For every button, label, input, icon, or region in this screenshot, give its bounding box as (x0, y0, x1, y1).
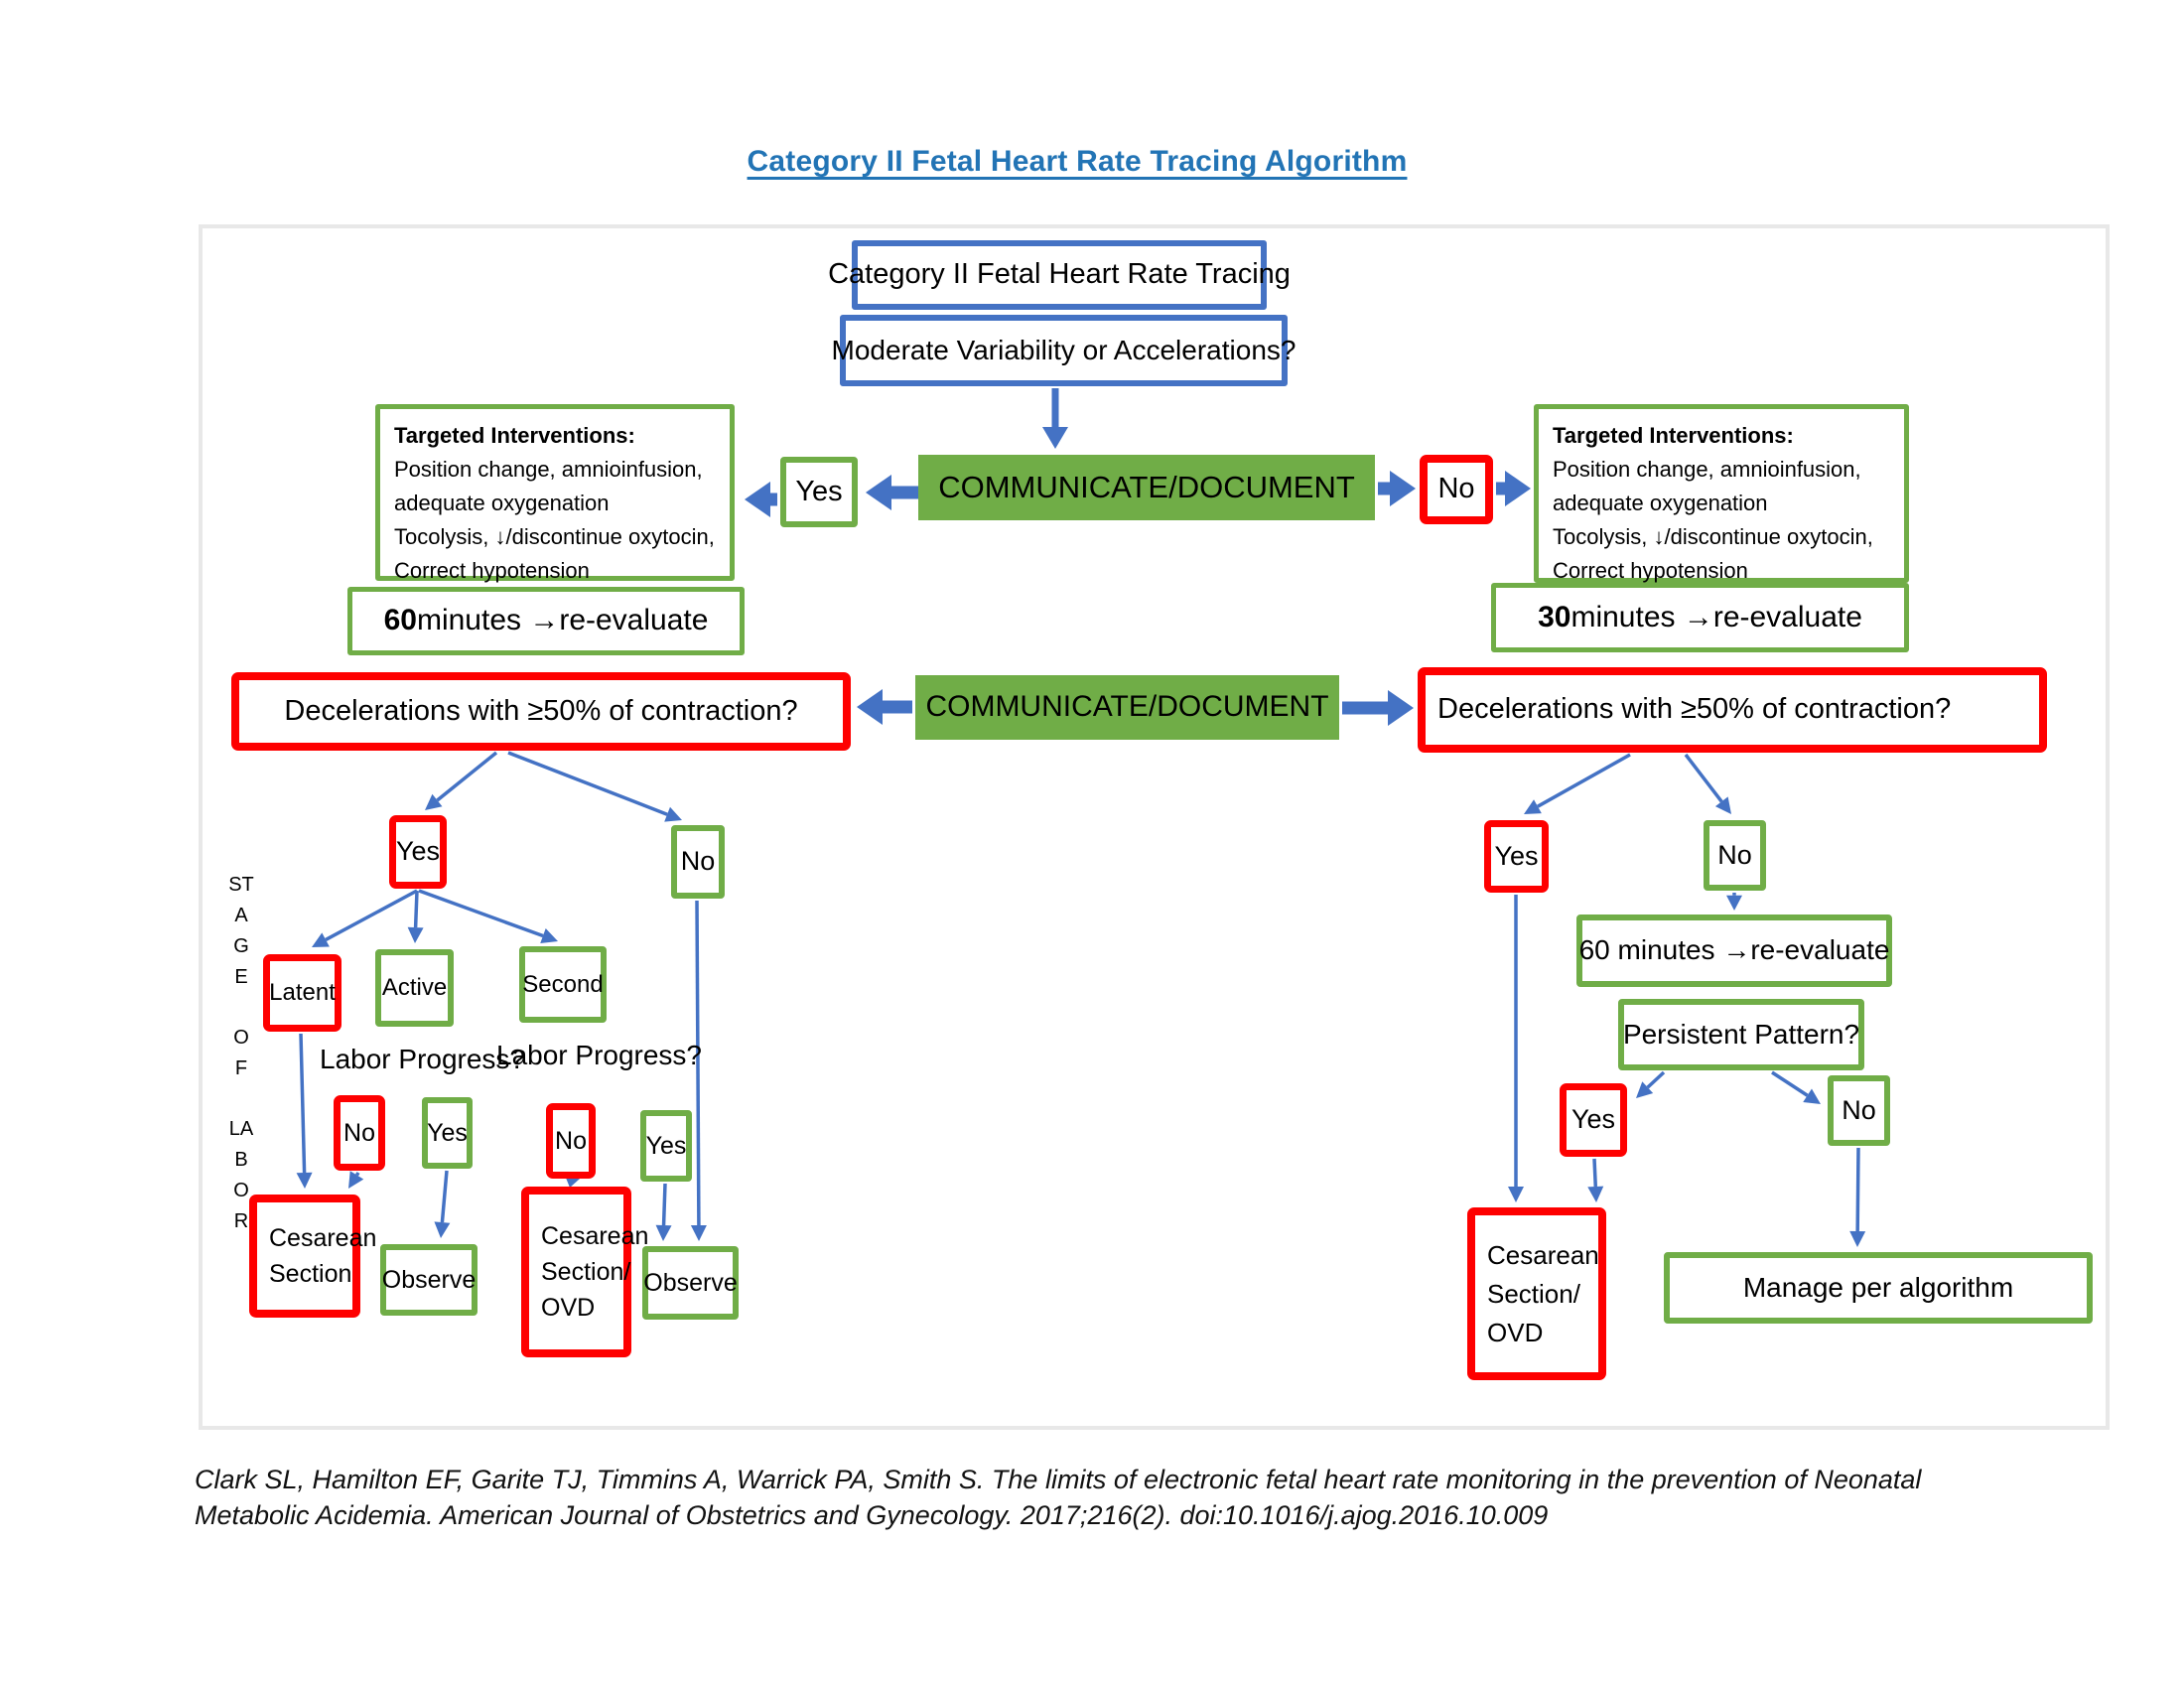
stage-word: LABOR (228, 1118, 254, 1232)
node-yes-persistent-pattern: Yes (1560, 1083, 1627, 1157)
node-60-minutes-reevaluate-right: 60 minutes →re-evaluate (1576, 914, 1892, 987)
node-category-ii-header: Category II Fetal Heart Rate Tracing (828, 240, 1291, 310)
label-labor-progress-second: Labor Progress? (496, 1040, 703, 1070)
label-labor-progress-active: Labor Progress? (320, 1044, 526, 1074)
node-no-moderate-variability: No (1420, 455, 1493, 524)
targeted-line: Correct hypotension (394, 558, 590, 583)
node-cesarean-section-ovd-right: Cesarean Section/ OVD (1467, 1207, 1606, 1380)
node-yes-labor-progress-second: Yes (640, 1110, 692, 1182)
minutes-text: minutes →re-evaluate (416, 604, 709, 637)
targeted-line: adequate oxygenation (394, 491, 610, 515)
stage-of-labor-label: STAGE OF LABOR (228, 870, 254, 1267)
node-communicate-document-1: COMMUNICATE/DOCUMENT (918, 455, 1375, 520)
node-targeted-interventions-left: Targeted Interventions: Position change,… (375, 404, 735, 583)
stage-word: STAGE (228, 874, 254, 988)
citation-line-1: Clark SL, Hamilton EF, Garite TJ, Timmin… (195, 1465, 1922, 1494)
targeted-line: Tocolysis, ↓/discontinue oxytocin, (1553, 524, 1873, 549)
targeted-line: Position change, amnioinfusion, (394, 457, 703, 482)
node-no-decel-right: No (1704, 820, 1766, 891)
node-yes-moderate-variability: Yes (780, 457, 858, 527)
node-targeted-interventions-right: Targeted Interventions: Position change,… (1534, 404, 1909, 583)
node-cesarean-section: Cesarean Section (249, 1195, 376, 1318)
node-no-persistent-pattern: No (1828, 1075, 1890, 1146)
citation-line-2: Metabolic Acidemia. American Journal of … (195, 1500, 1549, 1530)
node-60-minutes-reevaluate-left: 60 minutes →re-evaluate (347, 587, 745, 655)
minutes-text: minutes →re-evaluate (1570, 600, 1862, 633)
node-decelerations-question-left: Decelerations with ≥50% of contraction? (231, 672, 851, 751)
node-observe-second: Observe (642, 1246, 739, 1320)
minutes-value: 30 (1538, 600, 1571, 633)
node-no-labor-progress-second: No (546, 1103, 596, 1179)
targeted-line: Tocolysis, ↓/discontinue oxytocin, (394, 524, 715, 549)
node-no-decel-left: No (671, 825, 725, 899)
node-manage-per-algorithm: Manage per algorithm (1664, 1252, 2093, 1324)
targeted-line: adequate oxygenation (1553, 491, 1768, 515)
minutes-value: 60 (383, 604, 417, 637)
node-cesarean-section-ovd-left: Cesarean Section/ OVD (521, 1187, 648, 1357)
targeted-line: Correct hypotension (1553, 558, 1748, 583)
node-30-minutes-reevaluate-right: 30 minutes →re-evaluate (1491, 583, 1909, 652)
node-moderate-variability-question: Moderate Variability or Accelerations? (832, 315, 1296, 386)
node-yes-decel-right: Yes (1484, 820, 1549, 893)
citation: Clark SL, Hamilton EF, Garite TJ, Timmin… (195, 1462, 2021, 1533)
node-communicate-document-2: COMMUNICATE/DOCUMENT (915, 675, 1339, 740)
targeted-interventions-heading: Targeted Interventions: (1553, 423, 1794, 448)
node-latent-stage: Latent (263, 954, 341, 1032)
node-no-labor-progress-active: No (334, 1095, 385, 1171)
node-yes-decel-left: Yes (389, 815, 447, 889)
page-title: Category II Fetal Heart Rate Tracing Alg… (747, 145, 1408, 178)
node-second-stage: Second (519, 946, 607, 1023)
node-observe-active: Observe (380, 1244, 478, 1316)
node-yes-labor-progress-active: Yes (422, 1097, 473, 1169)
node-persistent-pattern-question: Persistent Pattern? (1618, 999, 1864, 1070)
node-decelerations-question-right: Decelerations with ≥50% of contraction? (1418, 667, 2047, 753)
node-active-stage: Active (375, 949, 454, 1027)
targeted-interventions-heading: Targeted Interventions: (394, 423, 635, 448)
stage-word: OF (233, 1027, 249, 1079)
targeted-line: Position change, amnioinfusion, (1553, 457, 1861, 482)
